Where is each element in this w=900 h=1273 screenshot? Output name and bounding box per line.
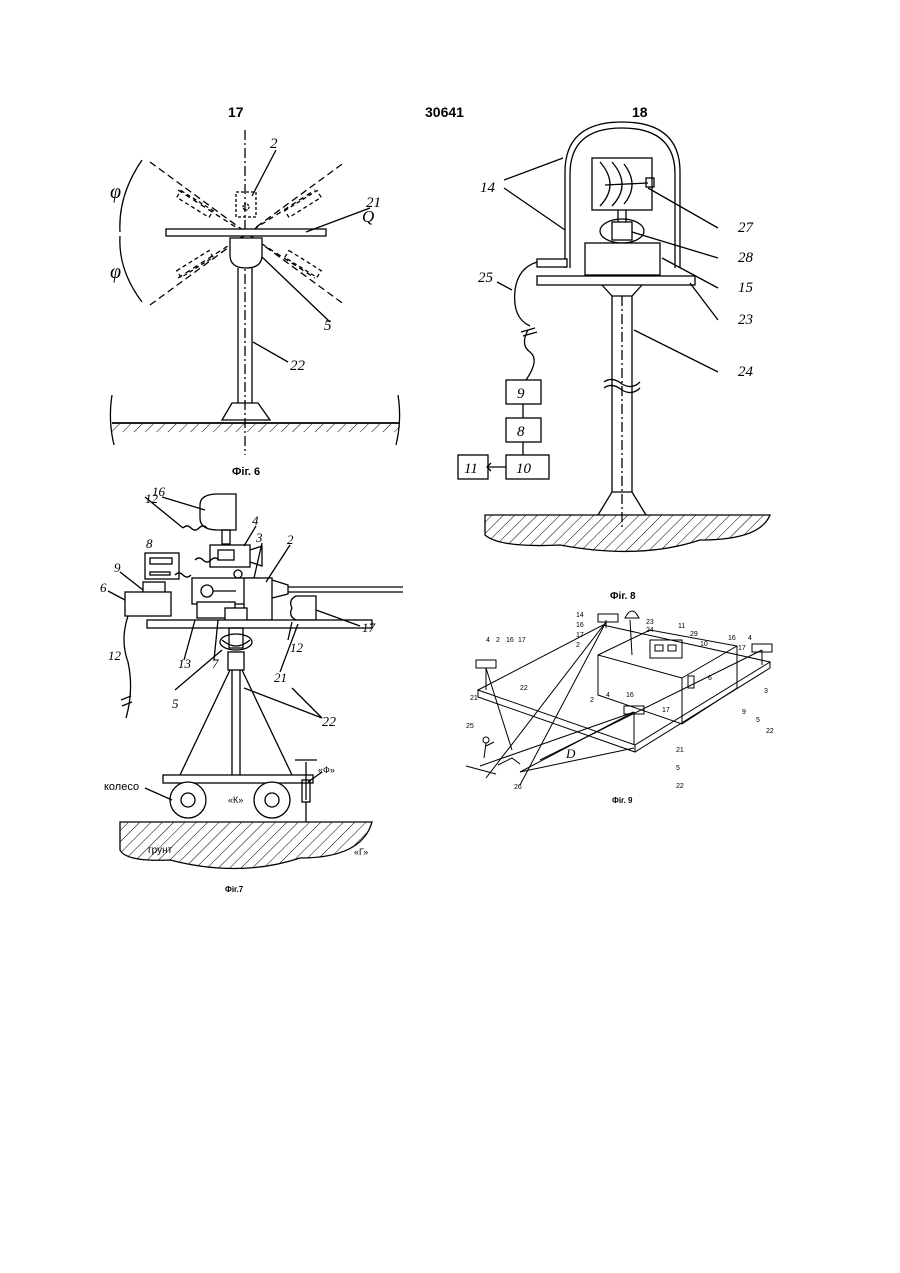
fig9-label-5-front: 5 — [676, 765, 680, 772]
fig9-label-17-left: 17 — [518, 637, 526, 644]
fig9-label-26: 26 — [514, 784, 522, 791]
fig9-label-2: 2 — [576, 642, 580, 649]
fig8-label-28: 28 — [738, 250, 754, 266]
fig7-label-12-top: 12 — [145, 491, 159, 506]
caption-fig9: Фіг. 9 — [612, 796, 632, 805]
fig6-label-phi-upper: φ — [110, 181, 121, 203]
fig7-text-ground: грунт — [148, 845, 173, 856]
fig9-label-25: 25 — [466, 723, 474, 730]
fig6-label-5: 5 — [324, 318, 332, 334]
fig7-label-2: 2 — [287, 532, 294, 547]
fig9-label-16: 16 — [576, 622, 584, 629]
fig6-label-22: 22 — [290, 358, 306, 374]
fig7-label-3: 3 — [255, 530, 263, 545]
fig7-text-wheel: колесо — [104, 781, 139, 793]
fig9-label-21-left: 21 — [470, 695, 478, 702]
fig7-text-f: «Ф» — [318, 765, 335, 775]
fig8-block-11: 11 — [464, 461, 478, 477]
fig7-label-4: 4 — [252, 513, 259, 528]
fig7-label-8: 8 — [146, 536, 153, 551]
fig8-label-25: 25 — [478, 270, 494, 286]
fig9-label-9: 9 — [742, 709, 746, 716]
fig6-label-Q: Q — [362, 207, 374, 226]
fig9-label-D: D — [565, 746, 576, 761]
fig7-label-17: 17 — [362, 620, 376, 635]
fig9-label-17-front: 17 — [662, 707, 670, 714]
fig9-label-17-right: 17 — [738, 645, 746, 652]
fig8-label-15: 15 — [738, 280, 754, 296]
fig9-label-16-right: 16 — [728, 635, 736, 642]
fig9-label-6: 6 — [708, 675, 712, 682]
fig9-label-22-front: 22 — [676, 783, 684, 790]
fig7-label-22: 22 — [322, 715, 336, 730]
fig9-label-24: 24 — [646, 627, 654, 634]
fig7-label-6: 6 — [100, 580, 107, 595]
fig9-label-23: 23 — [646, 619, 654, 626]
fig7-label-7: 7 — [212, 656, 219, 671]
fig9-label-3: 3 — [764, 688, 768, 695]
fig7-label-5: 5 — [172, 696, 179, 711]
fig9-label-5-right: 5 — [756, 717, 760, 724]
fig9-label-16-front: 16 — [626, 692, 634, 699]
fig7-text-g: «Г» — [354, 847, 368, 857]
fig7-label-21: 21 — [274, 670, 287, 685]
caption-fig6: Фіг. 6 — [232, 466, 260, 478]
fig6-label-phi-lower: φ — [110, 261, 121, 283]
fig8-label-27: 27 — [738, 220, 755, 236]
fig8-label-24: 24 — [738, 364, 754, 380]
fig9-label-4-left: 4 — [486, 637, 490, 644]
fig7-label-9: 9 — [114, 560, 121, 575]
fig9-label-11: 11 — [678, 623, 685, 630]
fig9-label-4-front: 4 — [606, 692, 610, 699]
fig9-label-29: 29 — [690, 631, 698, 638]
figure-6 — [110, 130, 400, 455]
fig9-label-22-right: 22 — [766, 728, 774, 735]
fig7-label-12-mid: 12 — [290, 640, 304, 655]
caption-fig8: Фіг. 8 — [610, 591, 636, 602]
fig6-label-2: 2 — [270, 136, 278, 152]
fig9-label-14: 14 — [576, 612, 584, 619]
fig9-label-2-front: 2 — [590, 697, 594, 704]
fig9-label-2-left: 2 — [496, 637, 500, 644]
fig8-label-14: 14 — [480, 180, 496, 196]
fig9-label-4-right: 4 — [748, 635, 752, 642]
fig9-label-17: 17 — [576, 632, 584, 639]
fig9-label-10: 10 — [700, 641, 708, 648]
fig7-text-k: «К» — [228, 795, 243, 805]
fig7-label-12-cable: 12 — [108, 648, 122, 663]
fig8-block-10: 10 — [516, 461, 532, 477]
fig9-label-22-left: 22 — [520, 685, 528, 692]
fig9-label-21-front: 21 — [676, 747, 684, 754]
fig8-label-23: 23 — [738, 312, 753, 328]
fig9-label-16-left: 16 — [506, 637, 514, 644]
fig7-label-13: 13 — [178, 656, 192, 671]
fig8-block-9: 9 — [517, 386, 525, 402]
fig8-block-8: 8 — [517, 424, 525, 440]
caption-fig7: Фіг.7 — [225, 885, 243, 894]
figure-8 — [458, 122, 770, 551]
